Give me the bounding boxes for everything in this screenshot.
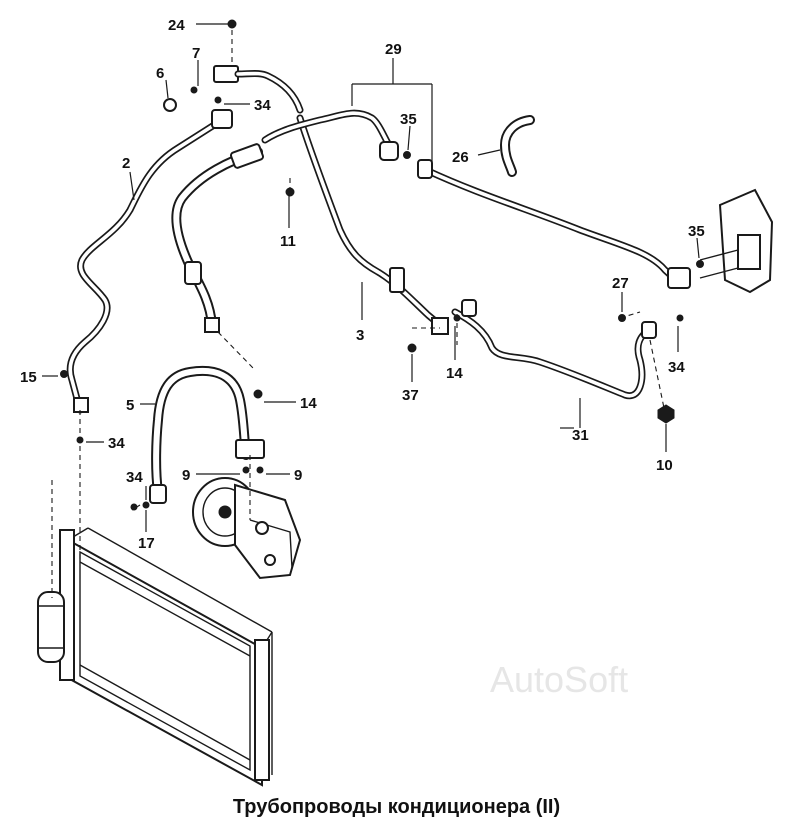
callout-7: 7 — [192, 45, 200, 62]
callout-2: 2 — [122, 155, 130, 172]
hose-11 — [171, 143, 264, 333]
hose-5 — [149, 366, 265, 504]
condenser — [59, 527, 273, 787]
ac-piping-diagram: AutoSoft 24 29 7 6 34 35 26 2 11 35 27 3… — [20, 17, 774, 787]
evaporator-flange — [699, 188, 774, 294]
top-block-fitting — [163, 65, 304, 129]
callout-14-center: 14 — [446, 365, 463, 382]
callout-35-right: 35 — [688, 223, 705, 240]
callout-34-right: 34 — [668, 359, 685, 376]
callout-9-left: 9 — [182, 467, 190, 484]
callout-29: 29 — [385, 41, 402, 58]
pipe-3 — [296, 114, 449, 335]
diagram-canvas: AutoSoft 24 29 7 6 34 35 26 2 11 35 27 3… — [20, 17, 774, 787]
callout-3: 3 — [356, 327, 364, 344]
callouts: 24 29 7 6 34 35 26 2 11 35 27 3 14 37 34… — [20, 17, 705, 552]
callout-26: 26 — [452, 149, 469, 166]
callout-17: 17 — [138, 535, 155, 552]
compressor — [192, 477, 302, 580]
callout-14-left: 14 — [300, 395, 317, 412]
pipe-29 — [261, 109, 691, 289]
callout-34-bottom: 34 — [126, 469, 143, 486]
callout-10: 10 — [656, 457, 673, 474]
leader-lines — [42, 23, 700, 532]
callout-27: 27 — [612, 275, 629, 292]
callout-9-right: 9 — [294, 467, 302, 484]
callout-34-left: 34 — [108, 435, 125, 452]
callout-31: 31 — [572, 427, 589, 444]
pipe-2 — [66, 116, 226, 414]
callout-6: 6 — [156, 65, 164, 82]
receiver-drier — [37, 591, 65, 663]
hose-26 — [500, 115, 535, 177]
callout-15: 15 — [20, 369, 37, 386]
pipe-31 — [451, 299, 657, 400]
callout-24: 24 — [168, 17, 185, 34]
callout-5: 5 — [126, 397, 134, 414]
callout-34-top: 34 — [254, 97, 271, 114]
callout-35-top: 35 — [400, 111, 417, 128]
watermark: AutoSoft — [490, 659, 628, 700]
diagram-title: Трубопроводы кондиционера (II) — [232, 796, 561, 818]
fasteners — [60, 19, 704, 511]
callout-11: 11 — [280, 233, 296, 250]
callout-37: 37 — [402, 387, 419, 404]
